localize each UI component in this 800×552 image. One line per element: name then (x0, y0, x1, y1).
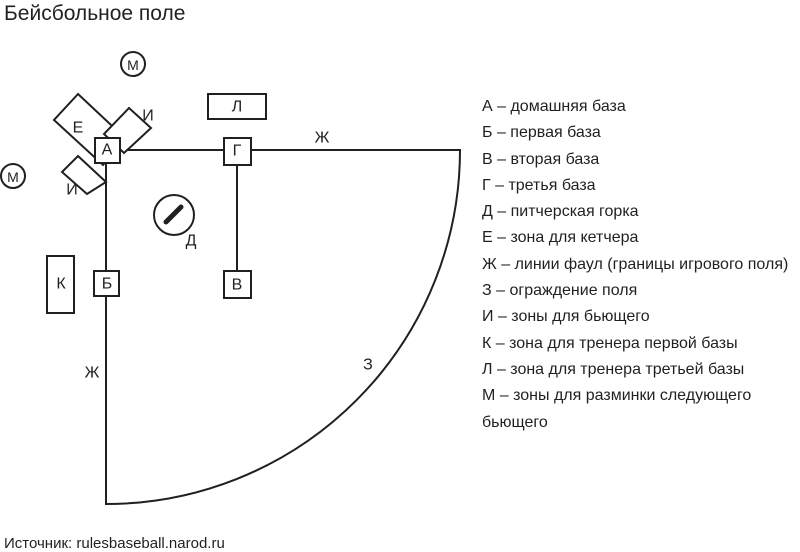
legend-item: К – зона для тренера первой базы (482, 334, 738, 352)
label-batter-zone-top: И (142, 108, 154, 125)
legend-item: Д – питчерская горка (482, 203, 639, 221)
legend-item: Ж – линии фаул (границы игрового поля) (482, 255, 789, 273)
label-pitchers-mound: Д (186, 233, 197, 250)
label-on-deck-circle-top: М (127, 57, 139, 73)
legend-item: Л – зона для тренера третьей базы (482, 360, 745, 378)
label-third-base: Г (233, 143, 242, 160)
legend-item: В – вторая база (482, 150, 600, 168)
batter-zone-bottom (60, 154, 108, 196)
label-second-base: В (232, 277, 243, 294)
label-first-base-coach-zone: К (56, 276, 66, 293)
page-title: Бейсбольное поле (4, 2, 186, 25)
third-base (223, 137, 252, 166)
first-base (93, 270, 120, 297)
label-catcher-zone: Е (73, 120, 84, 137)
second-base (223, 270, 252, 299)
legend-item: А – домашняя база (482, 98, 626, 115)
legend-item: И – зоны для бьющего (482, 308, 650, 326)
legend-item: М – зоны для разминки следующего бьющего (482, 387, 752, 431)
first-base-coach-zone (46, 255, 75, 314)
third-base-coach-zone (207, 93, 267, 120)
home-base (94, 137, 121, 164)
legend-item: З – ограждение поля (482, 282, 638, 300)
label-on-deck-circle-left: М (7, 169, 19, 185)
field-boundary (105, 149, 462, 506)
label-fence: З (363, 357, 373, 374)
label-batter-zone-bottom: И (66, 182, 78, 199)
source-note: Источник: rulesbaseball.narod.ru (4, 535, 225, 552)
legend: А – домашняя база Б – первая база В – вт… (482, 94, 798, 436)
label-third-base-coach-zone: Л (232, 99, 243, 116)
label-foul-line-left: Ж (85, 365, 100, 382)
on-deck-circle-top (120, 51, 146, 77)
label-first-base: Б (102, 276, 113, 293)
legend-item: Б – первая база (482, 124, 601, 142)
on-deck-circle-left (0, 163, 26, 189)
pitchers-rubber (163, 204, 184, 225)
label-home-base: А (102, 142, 113, 159)
legend-item: Г – третья база (482, 176, 596, 194)
label-foul-line-top: Ж (315, 130, 330, 147)
legend-item: Е – зона для кетчера (482, 229, 639, 247)
